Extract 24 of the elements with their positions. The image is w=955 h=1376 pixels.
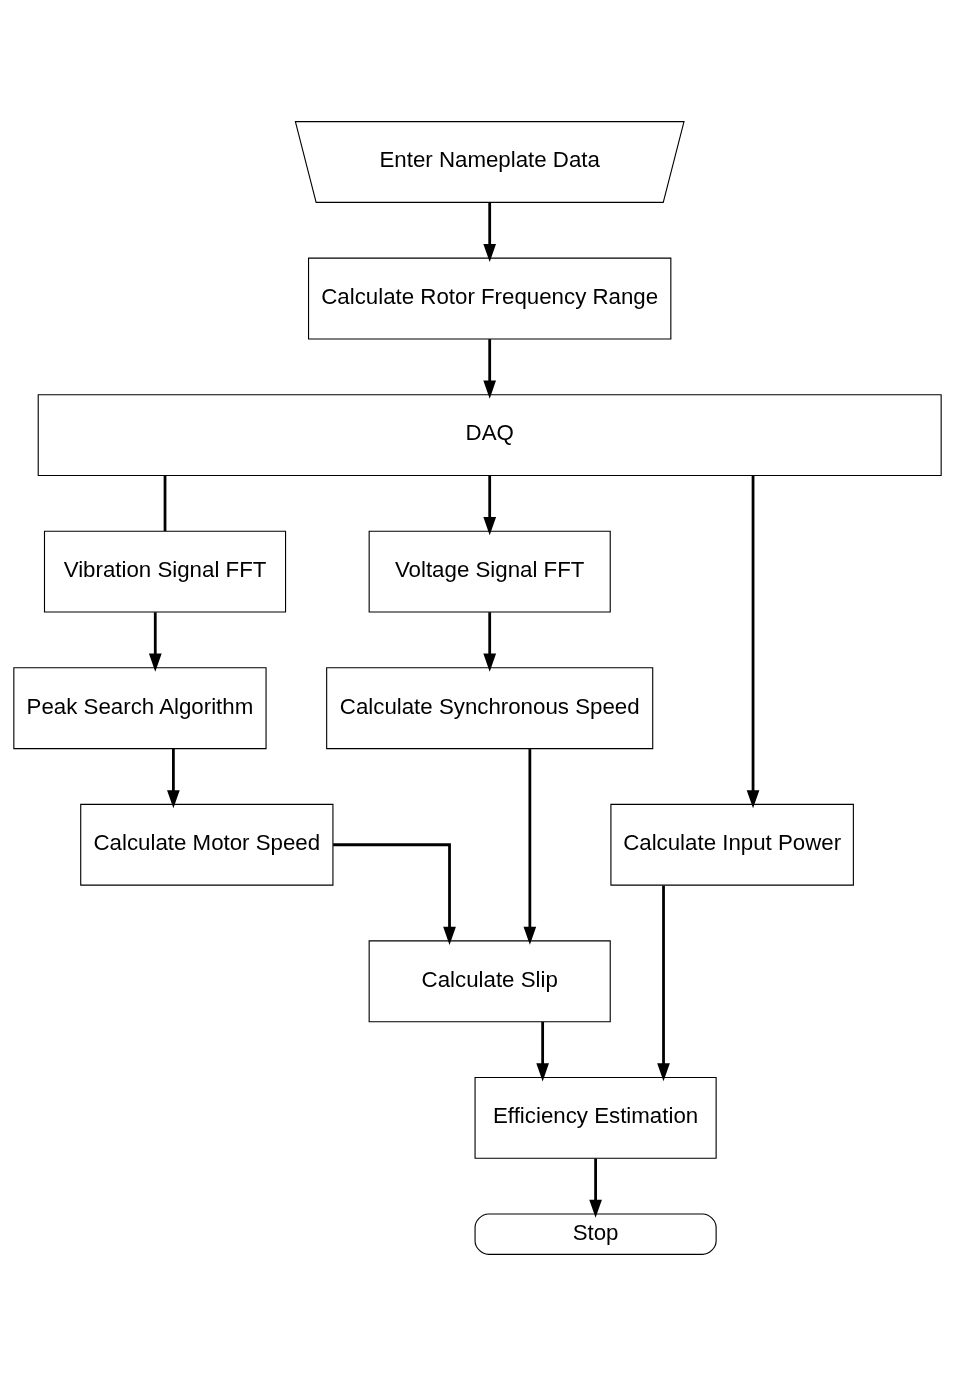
node-box: Calculate Motor Speed <box>80 803 334 886</box>
node-box: Calculate Rotor Frequency Range <box>308 257 672 340</box>
arrow <box>746 475 760 809</box>
arrow <box>483 475 497 536</box>
node-box: DAQ <box>37 394 942 477</box>
arrow <box>657 885 670 1082</box>
connector <box>163 475 167 531</box>
arrow <box>148 612 162 672</box>
arrow <box>167 748 180 809</box>
node-box: Peak Search Algorithm <box>13 667 267 750</box>
arrow <box>483 339 497 399</box>
node-box: Vibration Signal FFT <box>43 530 287 613</box>
node-box: Voltage Signal FFT <box>368 530 611 613</box>
node-box: Efficiency Estimation <box>474 1076 717 1159</box>
node-box: Calculate Synchronous Speed <box>326 667 654 750</box>
arrow <box>483 202 497 263</box>
arrow <box>483 612 497 672</box>
arrow <box>333 843 456 945</box>
arrow <box>589 1158 602 1218</box>
arrow <box>523 749 537 945</box>
node-box: Stop <box>474 1213 717 1255</box>
node-box: Calculate Slip <box>368 940 611 1023</box>
node-box: Calculate Input Power <box>610 803 854 886</box>
arrow <box>536 1021 549 1082</box>
